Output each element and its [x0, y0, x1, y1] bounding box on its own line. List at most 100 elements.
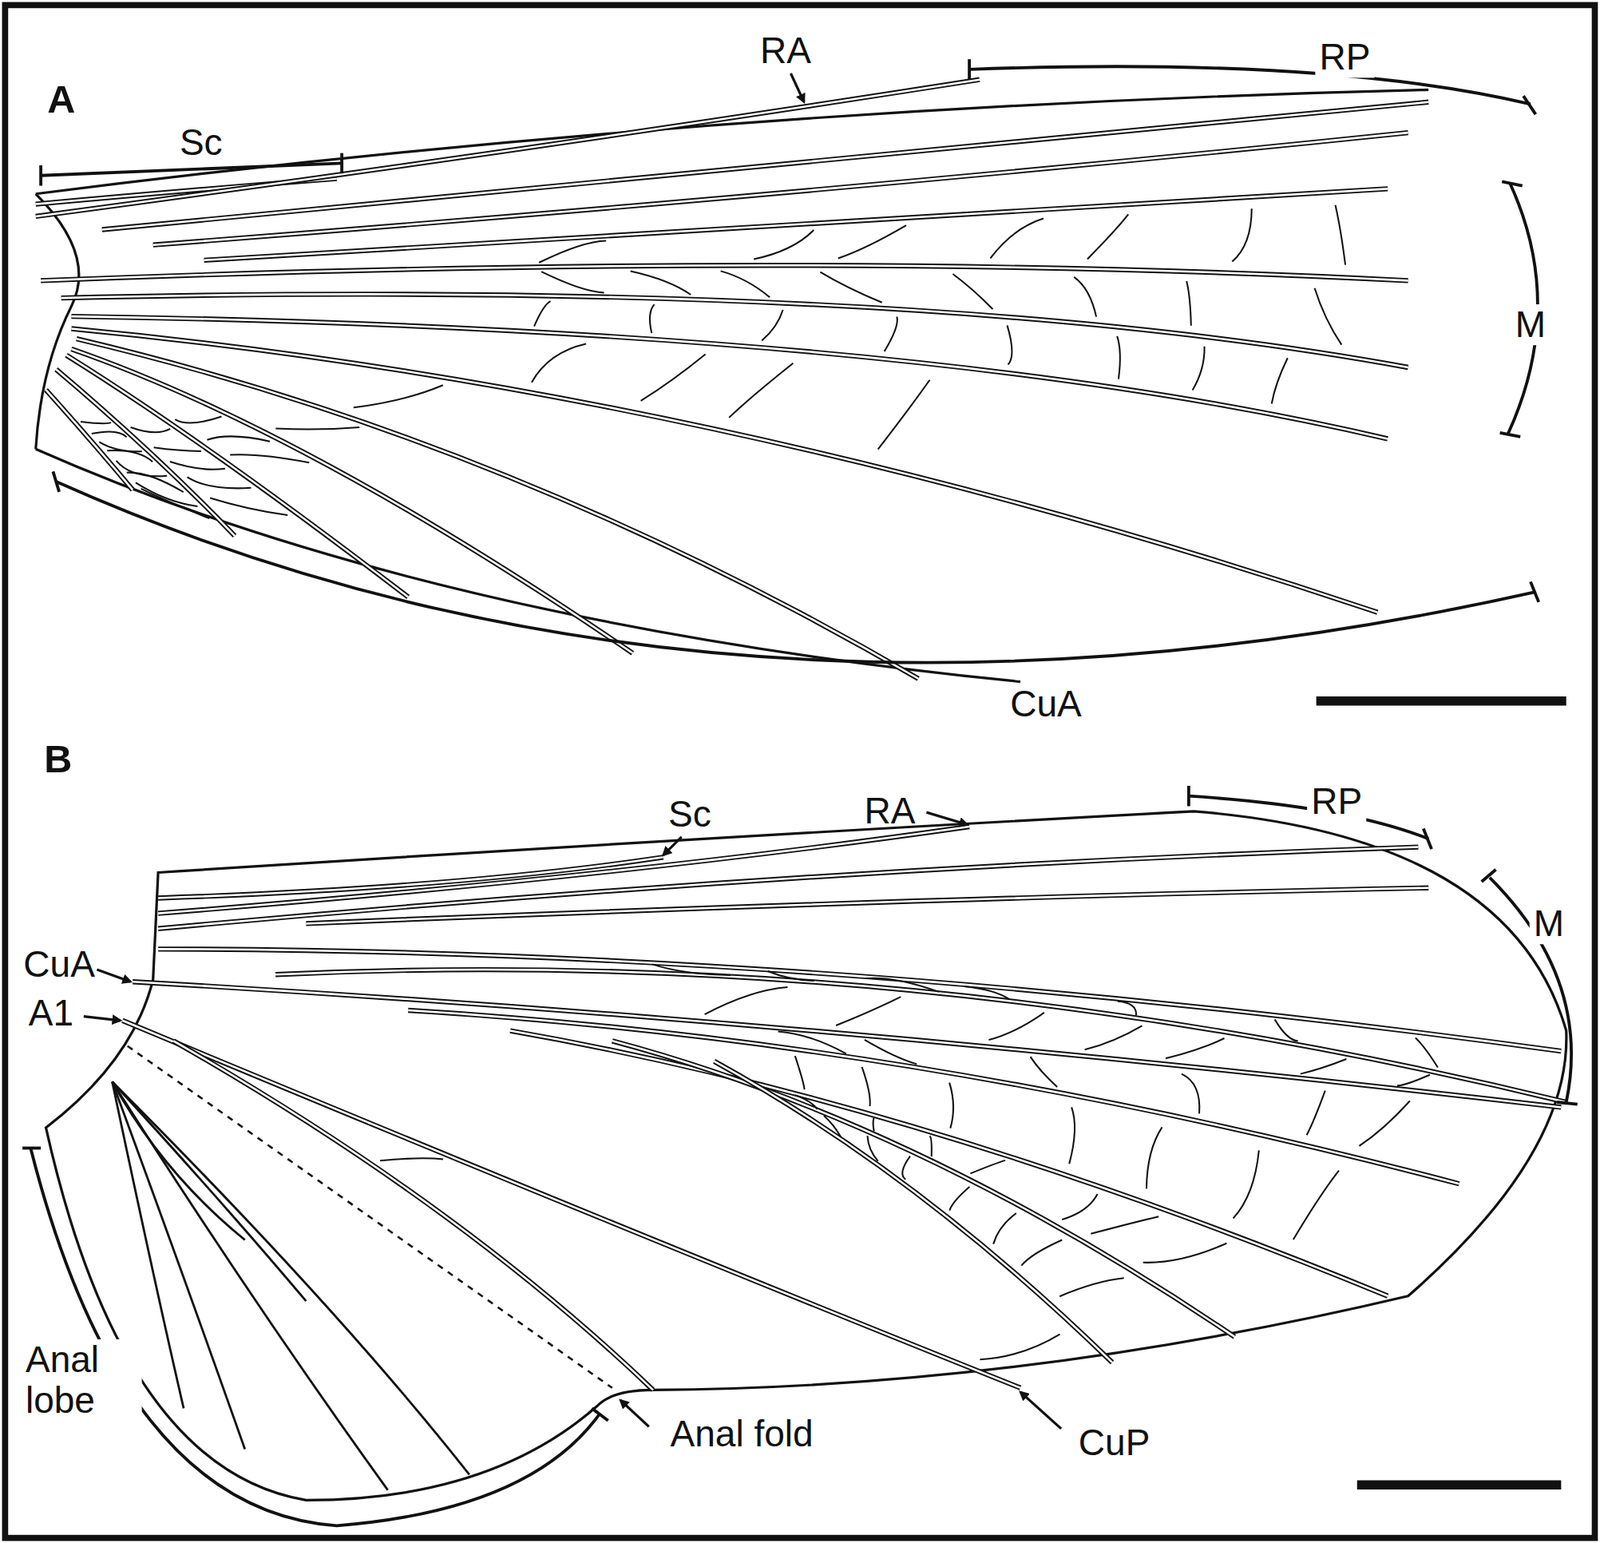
cross-vein	[130, 427, 171, 432]
vein	[714, 1061, 1113, 1363]
vein-core	[46, 389, 134, 490]
vein-core	[71, 348, 633, 654]
cross-vein	[878, 380, 931, 450]
cross-vein	[704, 986, 789, 1014]
cross-vein	[141, 488, 210, 519]
cross-vein	[106, 450, 153, 462]
panel-letter: B	[39, 738, 76, 781]
cross-vein	[990, 217, 1044, 258]
cross-vein	[864, 1039, 917, 1065]
vein-label: M	[1529, 902, 1569, 944]
vein-label: RA	[756, 31, 816, 72]
vein	[407, 1009, 1459, 1184]
cross-vein	[91, 431, 127, 438]
cross-vein	[970, 1160, 1006, 1173]
vein	[55, 369, 235, 536]
cross-vein	[1021, 1239, 1062, 1266]
vein-core	[55, 369, 235, 536]
cross-vein	[1059, 1277, 1125, 1296]
leader-arrows	[83, 73, 1062, 1429]
cross-vein	[795, 1094, 818, 1109]
cross-vein	[902, 1156, 911, 1180]
vein-core	[132, 981, 1561, 1107]
cross-vein	[865, 978, 939, 992]
cross-vein	[187, 476, 252, 488]
vein	[71, 348, 633, 654]
vein-core	[612, 1040, 1236, 1337]
cross-vein	[862, 1066, 871, 1106]
vein-core	[71, 316, 1388, 439]
vein	[204, 188, 1388, 260]
vein	[158, 847, 1418, 929]
vein	[112, 1081, 470, 1474]
vein-core	[714, 1061, 1113, 1363]
vein	[153, 132, 1409, 246]
cross-vein	[1314, 288, 1343, 345]
cross-vein	[1415, 1037, 1438, 1067]
cross-vein	[1090, 1215, 1159, 1234]
cross-vein	[1335, 205, 1347, 266]
vein-label: RA	[859, 791, 919, 832]
vein-label: Sc	[664, 793, 716, 835]
vein	[305, 887, 1429, 924]
cross-vein	[835, 996, 901, 1026]
vein	[46, 389, 134, 490]
cross-vein	[930, 1135, 932, 1157]
cross-vein	[1069, 1106, 1075, 1164]
cross-vein	[531, 344, 587, 383]
vein-core	[66, 355, 408, 598]
cross-vein	[126, 472, 184, 493]
frame	[4, 4, 1595, 1537]
vein-core	[158, 826, 970, 914]
cross-vein	[989, 1012, 1045, 1040]
cross-vein	[1073, 277, 1097, 317]
cross-vein	[867, 1135, 878, 1161]
vein	[122, 1020, 1021, 1388]
cross-vein	[1181, 1073, 1200, 1114]
cross-vein	[534, 300, 551, 326]
cross-vein	[1293, 1170, 1339, 1240]
vein-core	[275, 969, 1567, 1102]
cross-vein	[964, 986, 1010, 999]
cross-vein	[979, 1334, 1060, 1360]
vein-core	[153, 132, 1409, 246]
cross-vein	[761, 309, 783, 341]
cross-vein	[753, 229, 814, 259]
vein	[510, 1030, 1388, 1296]
cross-vein	[720, 270, 770, 298]
vein	[173, 1040, 654, 1390]
vein-core	[204, 188, 1388, 260]
vein	[275, 969, 1567, 1102]
cross-vein	[1231, 208, 1252, 262]
cross-vein	[649, 304, 655, 333]
cross-vein	[1306, 1090, 1326, 1136]
vein	[158, 826, 970, 914]
vein-core	[510, 1030, 1388, 1296]
cross-vein	[380, 1157, 444, 1161]
cross-vein	[630, 271, 692, 296]
cross-vein	[838, 225, 907, 258]
cross-vein	[768, 970, 815, 981]
vein	[132, 981, 1561, 1107]
hindwing-outline	[46, 811, 1567, 1501]
vein	[112, 1081, 307, 1301]
cross-vein	[949, 1082, 954, 1129]
cross-vein	[873, 1117, 875, 1132]
brackets	[22, 59, 1578, 1525]
cross-veins	[80, 205, 1438, 1359]
vein-label: Sc	[175, 122, 227, 164]
vein-core	[71, 328, 1378, 612]
cross-vein	[884, 316, 898, 352]
cross-vein	[641, 354, 706, 401]
cross-vein	[993, 1212, 1017, 1244]
cross-vein	[1397, 1074, 1430, 1086]
vein-label: A1	[24, 993, 79, 1034]
vein	[612, 1040, 1236, 1337]
cross-vein	[1300, 1058, 1347, 1074]
vein-core	[305, 887, 1429, 924]
cross-vein	[1358, 1100, 1410, 1145]
cross-vein	[823, 1115, 841, 1137]
cross-vein	[819, 272, 882, 303]
cross-vein	[1117, 1001, 1137, 1016]
